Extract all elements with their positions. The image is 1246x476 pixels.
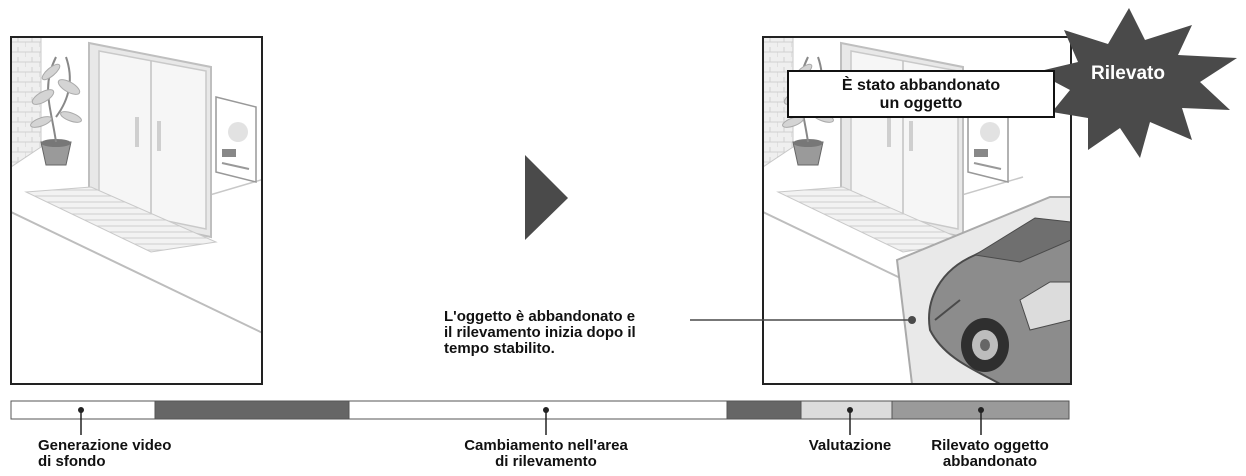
callout-line2: un oggetto xyxy=(879,95,963,112)
timeline-segment xyxy=(800,400,893,420)
play-arrow-icon xyxy=(525,155,568,240)
note-line2: il rilevamento inizia dopo il xyxy=(444,324,636,341)
label-change-line1: Cambiamento nell'area xyxy=(464,437,628,454)
note-line1: L'oggetto è abbandonato e xyxy=(444,308,636,325)
timeline-segment xyxy=(726,400,802,420)
label-detected-abandoned: Rilevato oggetto abbandonato xyxy=(925,438,1055,470)
abandoned-object-callout: È stato abbandonato un oggetto xyxy=(787,70,1055,118)
label-detected-line2: abbandonato xyxy=(942,453,1038,470)
timeline-segment xyxy=(154,400,350,420)
label-evaluation-line1: Valutazione xyxy=(808,437,892,454)
timeline-segment xyxy=(348,400,728,420)
label-background-line2: di sfondo xyxy=(38,453,106,470)
detected-label: Rilevato xyxy=(1091,63,1165,84)
timeline-bar xyxy=(10,400,1070,420)
label-detection-area-change: Cambiamento nell'area di rilevamento xyxy=(430,438,662,470)
label-background-line1: Generazione video xyxy=(38,437,172,454)
callout-line1: È stato abbandonato xyxy=(841,77,1001,94)
detection-note: L'oggetto è abbandonato e il rilevamento… xyxy=(444,309,636,357)
car-icon xyxy=(928,217,1071,384)
detected-burst-shape xyxy=(1036,8,1237,158)
background-scene-panel xyxy=(10,36,263,385)
label-change-line2: di rilevamento xyxy=(495,453,597,470)
label-evaluation: Valutazione xyxy=(788,438,912,454)
label-background-generation: Generazione video di sfondo xyxy=(38,438,171,470)
note-line3: tempo stabilito. xyxy=(444,340,555,357)
timeline-markers xyxy=(78,407,984,435)
label-detected-line1: Rilevato oggetto xyxy=(931,437,1049,454)
